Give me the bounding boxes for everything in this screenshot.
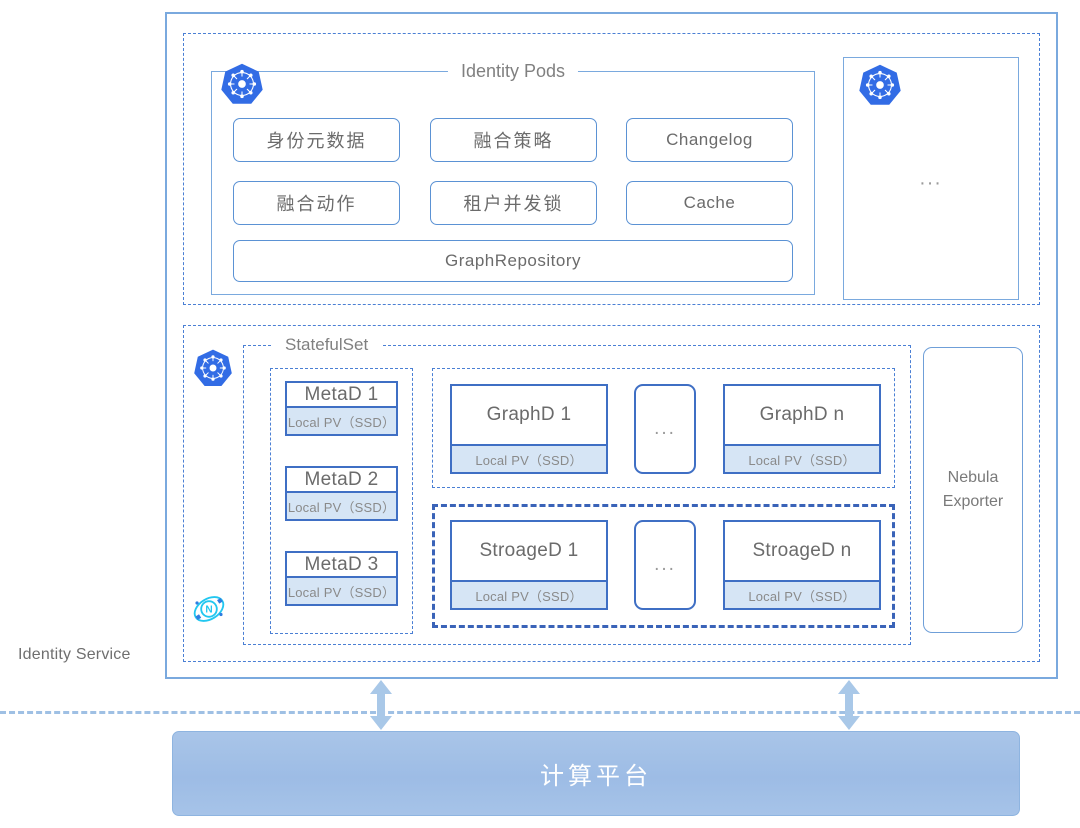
node-pv-label: Local PV（SSD） <box>287 491 396 519</box>
nebula-exporter-line2: Exporter <box>942 493 1004 510</box>
nebula-exporter-card[interactable]: Nebula Exporter <box>923 347 1023 633</box>
kubernetes-icon <box>193 348 233 388</box>
pod-component-merge-action[interactable]: 融合动作 <box>233 181 400 225</box>
node-pv-label: Local PV（SSD） <box>725 444 879 472</box>
pod-component-tenant-lock[interactable]: 租户并发锁 <box>430 181 597 225</box>
pod-component-label: 融合动作 <box>276 194 357 214</box>
node-name: StroageD 1 <box>479 540 579 561</box>
pods-ellipsis-label: ... <box>919 167 943 189</box>
compute-platform-bar[interactable]: 计算平台 <box>172 731 1020 816</box>
graphd-node-last[interactable]: GraphD n Local PV（SSD） <box>723 384 881 474</box>
pod-component-label: Cache <box>683 193 736 212</box>
metad-node-1[interactable]: MetaD 1 Local PV（SSD） <box>285 381 398 436</box>
pod-component-label: Changelog <box>666 130 753 149</box>
pod-component-cache[interactable]: Cache <box>626 181 793 225</box>
pod-component-label: 身份元数据 <box>266 131 367 151</box>
node-name: StroageD n <box>752 540 852 561</box>
identity-service-label: Identity Service <box>18 646 131 663</box>
pod-component-identity-metadata[interactable]: 身份元数据 <box>233 118 400 162</box>
node-pv-label: Local PV（SSD） <box>287 406 396 434</box>
node-name: MetaD 1 <box>304 383 379 405</box>
storaged-node-first[interactable]: StroageD 1 Local PV（SSD） <box>450 520 608 610</box>
graphd-group <box>432 368 895 488</box>
storaged-group <box>432 504 895 628</box>
storaged-ellipsis-card: ... <box>634 520 696 610</box>
pod-component-changelog[interactable]: Changelog <box>626 118 793 162</box>
nebula-graph-logo-icon: N <box>186 586 232 632</box>
identity-pods-box: Identity Pods <box>211 61 815 295</box>
identity-pods-section <box>183 33 1040 305</box>
metad-node-3[interactable]: MetaD 3 Local PV（SSD） <box>285 551 398 606</box>
graphd-node-first[interactable]: GraphD 1 Local PV（SSD） <box>450 384 608 474</box>
storaged-ellipsis-label: ... <box>654 554 676 575</box>
storaged-node-last[interactable]: StroageD n Local PV（SSD） <box>723 520 881 610</box>
pod-component-label: 融合策略 <box>473 131 554 151</box>
node-name: MetaD 3 <box>304 553 379 575</box>
pod-component-label: GraphRepository <box>444 251 581 270</box>
svg-text:N: N <box>205 605 212 616</box>
service-boundary-divider <box>0 711 1080 714</box>
pod-component-label: 租户并发锁 <box>463 194 564 214</box>
statefulset-box: StatefulSet <box>243 335 911 645</box>
pod-component-graph-repository[interactable]: GraphRepository <box>233 240 793 282</box>
nebula-exporter-line1: Nebula <box>947 469 999 486</box>
metad-group <box>270 368 413 634</box>
node-name: GraphD 1 <box>486 404 572 425</box>
node-pv-label: Local PV（SSD） <box>452 580 606 608</box>
node-name: GraphD n <box>759 404 845 425</box>
pod-component-merge-policy[interactable]: 融合策略 <box>430 118 597 162</box>
statefulset-section <box>183 325 1040 662</box>
bidirectional-arrow-icon <box>368 680 394 730</box>
kubernetes-icon <box>220 62 264 106</box>
metad-node-2[interactable]: MetaD 2 Local PV（SSD） <box>285 466 398 521</box>
node-name: MetaD 2 <box>304 468 379 490</box>
node-pv-label: Local PV（SSD） <box>287 576 396 604</box>
graphd-ellipsis-label: ... <box>654 418 676 439</box>
statefulset-legend: StatefulSet <box>272 335 382 355</box>
compute-platform-label: 计算平台 <box>540 763 652 790</box>
graphd-ellipsis-card: ... <box>634 384 696 474</box>
node-pv-label: Local PV（SSD） <box>725 580 879 608</box>
bidirectional-arrow-icon <box>836 680 862 730</box>
node-pv-label: Local PV（SSD） <box>452 444 606 472</box>
kubernetes-icon <box>858 63 902 107</box>
identity-pods-legend: Identity Pods <box>447 61 579 81</box>
